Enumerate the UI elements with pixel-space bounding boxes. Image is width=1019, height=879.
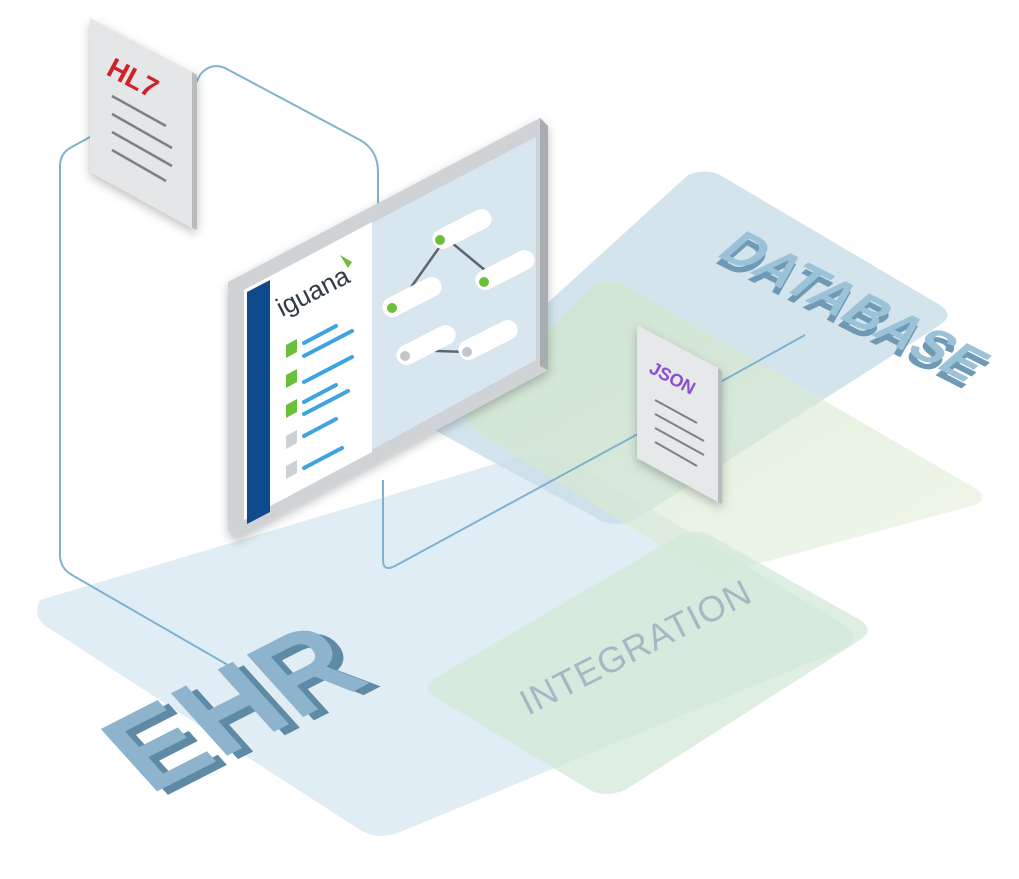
ehr-plane xyxy=(37,451,854,836)
status-square-active xyxy=(286,399,297,418)
hl7-document-lines xyxy=(111,94,173,183)
status-square-active xyxy=(286,339,297,358)
monitor-to-json-connector xyxy=(382,421,661,569)
workflow-node[interactable] xyxy=(379,274,445,321)
status-square-inactive xyxy=(286,430,297,449)
iguana-monitor: iguana xyxy=(228,118,548,538)
iguana-logo-check-icon xyxy=(340,238,368,268)
integration-plane xyxy=(427,531,868,794)
hl7-to-monitor-connector xyxy=(181,65,379,205)
json-document-lines xyxy=(654,399,705,467)
hl7-to-ehr-connector xyxy=(59,114,241,673)
status-square-inactive xyxy=(286,460,297,479)
json-document: JSON xyxy=(637,325,722,504)
workflow-graph xyxy=(379,206,538,369)
app-sidebar-list xyxy=(286,324,354,479)
workflow-node[interactable] xyxy=(455,317,521,364)
planes xyxy=(37,171,983,836)
hl7-document: HL7 xyxy=(90,18,197,230)
app-sidebar-strip xyxy=(247,280,270,524)
sidebar-item[interactable] xyxy=(286,446,344,479)
sidebar-item[interactable] xyxy=(286,417,338,449)
sidebar-item[interactable] xyxy=(286,383,350,418)
status-square-active xyxy=(286,369,297,388)
sidebar-item[interactable] xyxy=(286,324,354,358)
middle-plane xyxy=(466,281,983,574)
workflow-node[interactable] xyxy=(393,322,459,369)
workflow-node[interactable] xyxy=(472,247,538,294)
workflow-node[interactable] xyxy=(429,206,495,253)
json-to-database-connector xyxy=(714,334,806,386)
connectors xyxy=(59,65,806,673)
app-sidebar-panel xyxy=(244,222,372,520)
sidebar-item[interactable] xyxy=(286,355,354,388)
